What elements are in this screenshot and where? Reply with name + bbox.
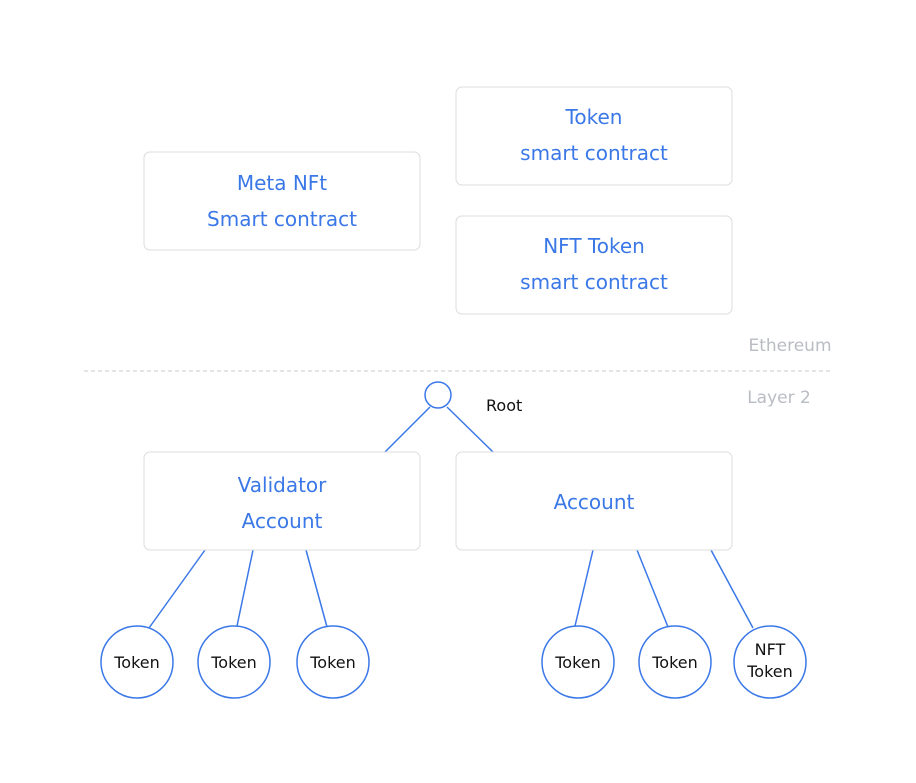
validator-account-subtitle: Account — [242, 509, 323, 533]
validator-token-node-1: Token — [100, 625, 174, 699]
root-label: Root — [486, 396, 522, 415]
validator-token-node-3: Token — [296, 625, 370, 699]
edge-account-nft-token — [710, 549, 754, 629]
meta-nft-contract-box: Meta NFt Smart contract — [143, 151, 421, 251]
edge-root-validator — [384, 406, 431, 453]
edge-validator-token-1 — [148, 549, 206, 629]
nft-token-label-line2: Token — [746, 662, 793, 681]
layer2-label: Layer 2 — [747, 388, 811, 408]
meta-nft-contract-title: Meta NFt — [237, 171, 327, 195]
token-label: Token — [651, 653, 698, 672]
account-token-node-2: Token — [638, 625, 712, 699]
validator-account-title: Validator — [238, 473, 328, 497]
nft-token-contract-title: NFT Token — [543, 234, 645, 258]
token-contract-subtitle: smart contract — [520, 141, 668, 165]
nft-token-label-line1: NFT — [755, 640, 786, 659]
token-label: Token — [210, 653, 257, 672]
account-box: Account — [455, 451, 733, 551]
token-label: Token — [309, 653, 356, 672]
validator-account-box: Validator Account — [143, 451, 421, 551]
tree-edges — [148, 406, 754, 629]
token-label: Token — [113, 653, 160, 672]
meta-nft-contract-subtitle: Smart contract — [207, 207, 357, 231]
account-title: Account — [554, 490, 635, 514]
nft-token-contract-subtitle: smart contract — [520, 270, 668, 294]
edge-root-account — [446, 406, 494, 453]
account-nft-token-node: NFT Token — [733, 625, 807, 699]
edge-account-token-1 — [574, 549, 594, 627]
root-node — [424, 381, 452, 409]
token-contract-box: Token smart contract — [455, 86, 733, 186]
ethereum-layer-label: Ethereum — [748, 336, 831, 356]
validator-token-node-2: Token — [197, 625, 271, 699]
token-label: Token — [554, 653, 601, 672]
edge-account-token-2 — [636, 549, 669, 628]
token-contract-title: Token — [565, 105, 623, 129]
edge-validator-token-3 — [305, 549, 328, 628]
edge-validator-token-2 — [236, 549, 254, 627]
nft-token-contract-box: NFT Token smart contract — [455, 215, 733, 315]
account-token-node-1: Token — [541, 625, 615, 699]
